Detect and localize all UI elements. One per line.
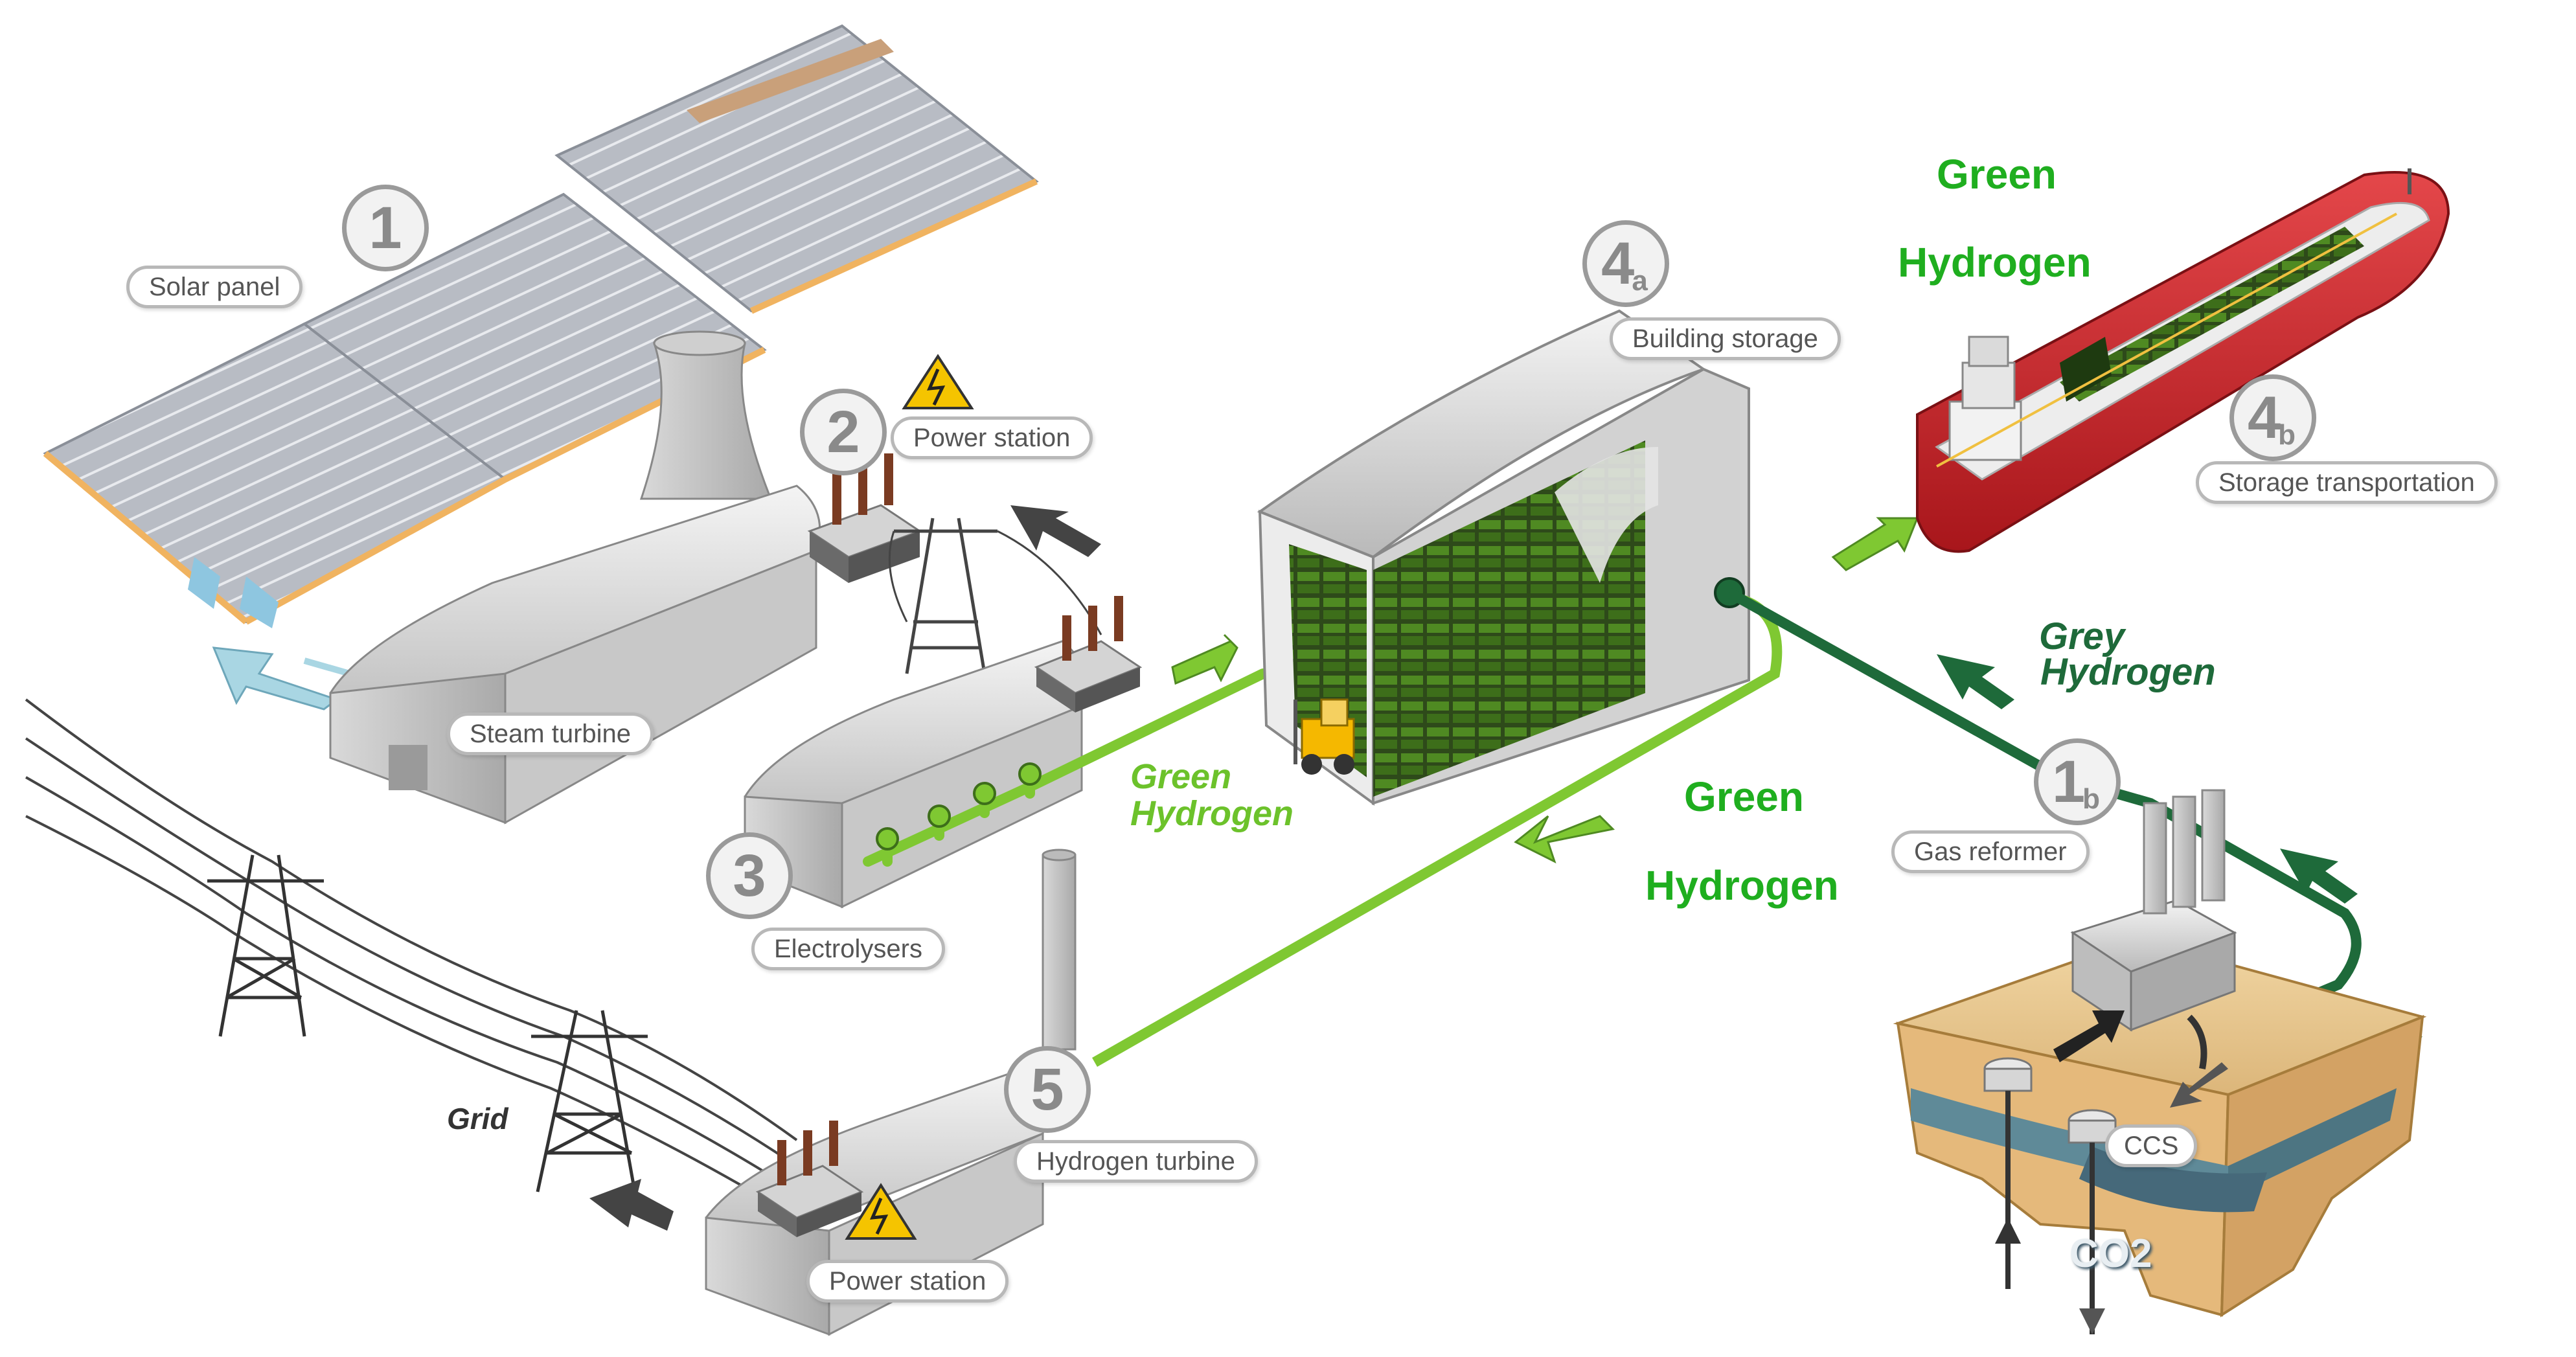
storage-building [1257,309,1750,806]
marker-1-text: 1 [369,195,402,261]
electrolyser-valves [876,762,1042,850]
pylon-1 [207,854,324,1037]
arrow-to-ship [1831,517,1919,571]
arrow-to-storage [1171,633,1238,685]
label-storage-transportation: Storage transportation [2196,461,2498,504]
ship [1916,168,2450,553]
transformer-electro [1034,596,1143,713]
marker-1b-text: 1 [2051,749,2086,815]
power-lines [25,698,798,1219]
label-hydrogen-turbine: Hydrogen turbine [1014,1140,1258,1183]
warning-sign-top [902,354,974,409]
grey-hydrogen-line1: Grey [2039,615,2125,657]
label-co2: CO2 [2069,1231,2152,1276]
label-power-station-bottom: Power station [806,1260,1009,1303]
label-power-station-top: Power station [891,416,1093,459]
arrow-grey-hydrogen [1937,654,2014,709]
pylon-top [888,518,1102,674]
marker-5: 5 [1004,1046,1091,1133]
marker-3: 3 [706,832,793,919]
power-out-arrow [1010,505,1101,557]
pipe-grey-hydrogen [1727,588,2362,1042]
arrow-to-grid [589,1179,674,1231]
marker-4b-sub: b [2278,419,2296,451]
warning-sign-bottom [845,1183,917,1240]
green-hydrogen-electro-line1: Green [1130,757,1232,796]
marker-2-text: 2 [826,399,860,465]
marker-1: 1 [342,185,429,271]
gas-reformer [2070,789,2237,1032]
arrow-co2-out [2170,1062,2228,1108]
green-hydrogen-electro-line2: Hydrogen [1130,794,1294,833]
marker-1b: 1b [2034,738,2121,825]
arrow-ccs-up [2280,849,2358,904]
cooling-tower [639,330,773,500]
marker-3-text: 3 [733,843,766,909]
electrolysers-building [744,640,1087,909]
green-hydrogen-top-line2: Hydrogen [1898,239,2092,286]
marker-4a: 4a [1582,220,1669,307]
marker-5-text: 5 [1031,1056,1064,1123]
forklift [1294,698,1355,775]
marker-2: 2 [800,389,887,475]
ccs-wells [1983,1057,2117,1334]
steam-arrow [212,646,339,711]
marker-4a-text: 4 [1601,231,1635,297]
transformer-top [807,453,922,583]
transformer-bottom [755,1121,864,1237]
steam-pipe [303,657,351,677]
pipe-reformer-ccs [2187,1014,2207,1069]
marker-1b-sub: b [2082,783,2101,815]
grey-hydrogen-line2: Hydrogen [2040,651,2216,693]
label-gas-reformer: Gas reformer [1891,830,2090,873]
label-solar-panel: Solar panel [126,266,303,308]
label-ccs: CCS [2105,1124,2198,1167]
marker-4a-sub: a [1632,265,1648,297]
green-hydrogen-top-line1: Green [1937,151,2057,198]
label-grid: Grid [447,1102,508,1135]
label-steam-turbine: Steam turbine [447,713,654,755]
label-electrolysers: Electrolysers [751,928,945,970]
solar-panel-array [43,24,1039,628]
label-building-storage: Building storage [1610,317,1841,360]
green-hydrogen-mid-line2: Hydrogen [1645,862,1839,909]
marker-4b: 4b [2229,374,2316,461]
pylon-2 [531,1010,648,1192]
arrow-gas-in [2053,1010,2125,1062]
marker-4b-text: 4 [2247,385,2281,451]
green-hydrogen-mid-line1: Green [1684,773,1804,820]
arrow-to-turbine [1514,815,1615,863]
